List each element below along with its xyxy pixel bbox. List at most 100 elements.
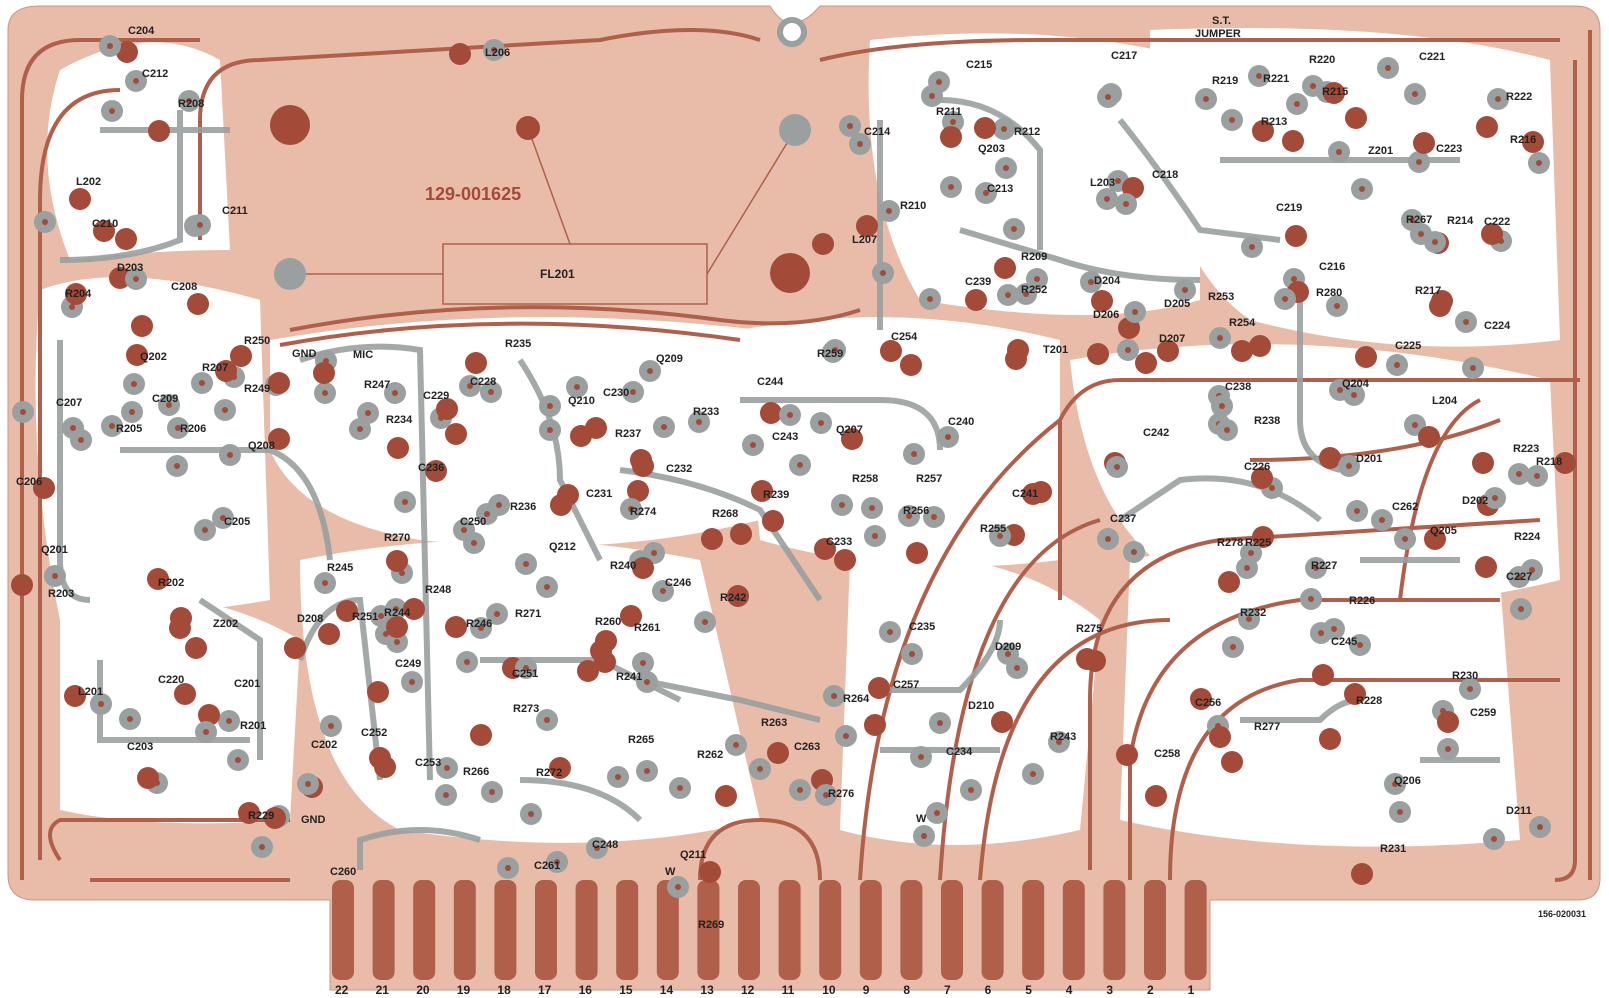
- pad-hole: [98, 701, 104, 707]
- pad-hole: [1516, 471, 1522, 477]
- pad-hole: [1095, 351, 1101, 357]
- component-label-c210: C210: [92, 218, 118, 230]
- pad-hole: [1244, 565, 1250, 571]
- component-label-r249: R249: [244, 383, 270, 395]
- pad-hole: [823, 792, 829, 798]
- pad-hole: [166, 402, 172, 408]
- pad-hole: [322, 580, 328, 586]
- component-label-c250: C250: [460, 516, 486, 528]
- component-label-c256: C256: [1195, 697, 1221, 709]
- pad-hole: [155, 576, 161, 582]
- pad-hole: [647, 368, 653, 374]
- pin-label-4: 4: [1066, 983, 1073, 997]
- pad-hole: [133, 78, 139, 84]
- pad-hole: [1346, 463, 1352, 469]
- pad-hole: [547, 403, 553, 409]
- pad-hole: [982, 125, 988, 131]
- component-label-mic: MIC: [353, 349, 373, 361]
- component-label-l201: L201: [78, 686, 103, 698]
- component-label-r271: R271: [515, 608, 541, 620]
- component-label-t201: T201: [1043, 344, 1068, 356]
- pad-hole: [394, 639, 400, 645]
- pad-hole: [839, 502, 845, 508]
- pad-hole: [444, 406, 450, 412]
- component-label-q206: Q206: [1394, 775, 1421, 787]
- component-label-r233: R233: [693, 406, 719, 418]
- pad-hole: [1363, 354, 1369, 360]
- component-label-c224: C224: [1484, 320, 1511, 332]
- component-label-r209: R209: [1021, 251, 1047, 263]
- connector-finger-20: [413, 880, 436, 980]
- pad-hole: [494, 611, 500, 617]
- component-label-c258: C258: [1154, 748, 1180, 760]
- pad-hole: [818, 420, 824, 426]
- pad-hole: [20, 409, 26, 415]
- pad-hole: [134, 352, 140, 358]
- pad-hole: [914, 550, 920, 556]
- pad-hole: [757, 766, 763, 772]
- component-label-gnd: GND: [301, 814, 326, 826]
- component-label-c229: C229: [423, 390, 449, 402]
- component-label-r202: R202: [158, 577, 184, 589]
- pad-hole: [937, 720, 943, 726]
- component-label-l207: L207: [852, 234, 877, 246]
- component-label-r269: R269: [698, 919, 724, 931]
- pad-hole: [1327, 736, 1333, 742]
- pad-hole: [880, 270, 886, 276]
- component-label-r252: R252: [1021, 284, 1047, 296]
- component-label-z202: Z202: [213, 618, 238, 630]
- connector-finger-8: [900, 880, 923, 980]
- pad-hole: [1445, 719, 1451, 725]
- pad-hole: [1013, 356, 1019, 362]
- pad-hole: [505, 865, 511, 871]
- pad-hole: [1001, 126, 1007, 132]
- pad-hole: [109, 108, 115, 114]
- component-label-r228: R228: [1356, 695, 1382, 707]
- pad-hole: [768, 410, 774, 416]
- pad-hole: [69, 304, 75, 310]
- pad-hole: [909, 651, 915, 657]
- pad-hole: [1534, 473, 1540, 479]
- pad-hole: [409, 679, 415, 685]
- pad-hole: [843, 733, 849, 739]
- component-label-r222: R222: [1506, 91, 1532, 103]
- component-label-q202: Q202: [140, 351, 167, 363]
- component-label-r247: R247: [364, 379, 390, 391]
- pad-hole: [433, 468, 439, 474]
- pad-hole: [775, 750, 781, 756]
- component-label-r217: R217: [1415, 285, 1441, 297]
- pad-hole: [948, 134, 954, 140]
- component-label-r208: R208: [178, 98, 204, 110]
- pad-hole: [101, 228, 107, 234]
- component-label-c260: C260: [330, 866, 356, 878]
- component-label-d210: D210: [968, 700, 994, 712]
- pad-hole: [847, 123, 853, 129]
- component-label-r245: R245: [327, 562, 353, 574]
- component-label-c263: C263: [794, 741, 820, 753]
- component-label-c257: C257: [893, 679, 919, 691]
- pad-hole: [1318, 630, 1324, 636]
- pad-hole: [496, 502, 502, 508]
- component-label-c232: C232: [666, 463, 692, 475]
- pad-hole: [292, 645, 298, 651]
- component-label-l204: L204: [1432, 395, 1458, 407]
- pad-hole: [927, 296, 933, 302]
- mounting-hole: [777, 17, 807, 47]
- component-label-r236: R236: [510, 501, 536, 513]
- pad-hole: [628, 506, 634, 512]
- component-label-c228: C228: [470, 376, 496, 388]
- connector-finger-22: [332, 880, 354, 980]
- component-label-c238: C238: [1225, 381, 1251, 393]
- component-label-r206: R206: [180, 423, 206, 435]
- pad-hole: [660, 588, 666, 594]
- connector-finger-9: [859, 880, 882, 980]
- component-label-c254: C254: [891, 331, 918, 343]
- pad-hole: [272, 815, 278, 821]
- pad-hole: [640, 660, 646, 666]
- pad-hole: [1104, 196, 1110, 202]
- pad-hole: [1352, 691, 1358, 697]
- pad-hole: [1518, 606, 1524, 612]
- component-label-r246: R246: [466, 618, 492, 630]
- component-label-c245: C245: [1331, 636, 1357, 648]
- pad-hole: [934, 810, 940, 816]
